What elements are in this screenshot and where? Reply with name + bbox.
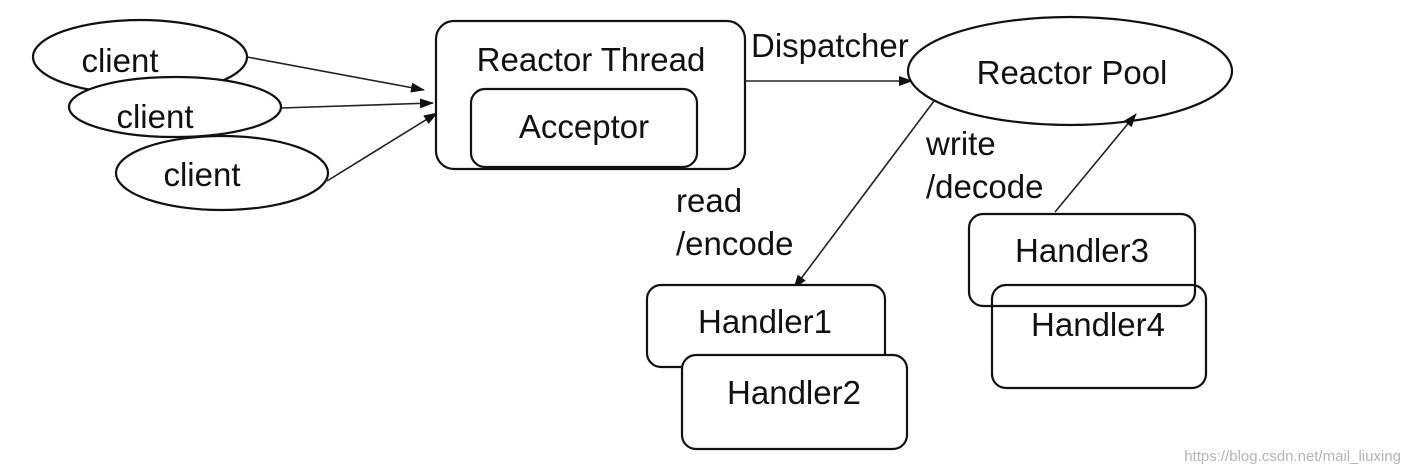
reactor-thread-title: Reactor Thread xyxy=(477,41,706,78)
handler4-box xyxy=(990,283,1208,390)
handler1-label: Handler1 xyxy=(698,303,832,340)
handler3-label: Handler3 xyxy=(1015,232,1149,269)
arrow-write-decode xyxy=(1054,113,1137,213)
handler2-label: Handler2 xyxy=(727,374,861,411)
dispatcher-label: Dispatcher xyxy=(751,27,909,64)
decode-label: /decode xyxy=(926,168,1043,205)
arrow-read-encode xyxy=(793,100,935,289)
reactor-thread-box: Reactor Thread Acceptor xyxy=(434,19,747,171)
client-label-1: client xyxy=(81,42,158,79)
handler3-box xyxy=(967,212,1197,308)
encode-label: /encode xyxy=(676,225,793,262)
reactor-pool-label: Reactor Pool xyxy=(977,54,1168,91)
read-label: read xyxy=(676,182,742,219)
client-label-2: client xyxy=(116,98,193,135)
handler4-label: Handler4 xyxy=(1031,306,1165,343)
write-label: write xyxy=(925,125,996,162)
client-node-1: client xyxy=(31,18,249,96)
reactor-pool-node: Reactor Pool xyxy=(906,15,1234,127)
arrow-client1-to-reactor xyxy=(246,56,425,93)
client-label-3: client xyxy=(163,156,240,193)
arrow-client3-to-reactor xyxy=(326,112,438,182)
client-node-2: client xyxy=(67,75,283,139)
handler2-box xyxy=(680,353,909,451)
acceptor-box xyxy=(469,87,699,169)
arrow-client2-to-reactor xyxy=(280,98,434,109)
client-node-3: client xyxy=(114,134,330,212)
acceptor-label: Acceptor xyxy=(519,108,649,145)
watermark-text: https://blog.csdn.net/mail_liuxing xyxy=(1184,448,1401,465)
